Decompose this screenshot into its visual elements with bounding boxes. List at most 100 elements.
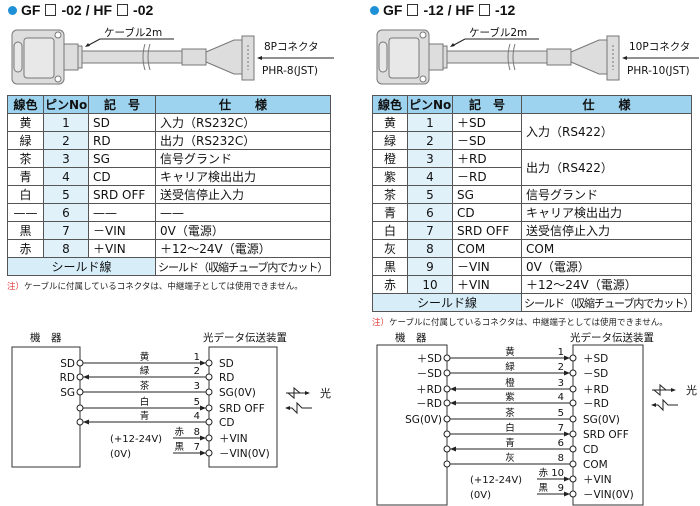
cell-color: 白 bbox=[372, 221, 408, 240]
note-text: ケーブルに付属しているコネクタは、中継端子としては使用できません。 bbox=[389, 318, 668, 328]
terminal-icon bbox=[569, 445, 577, 453]
note-text: ケーブルに付属しているコネクタは、中継端子としては使用できません。 bbox=[24, 282, 303, 292]
placeholder-box-icon bbox=[407, 4, 419, 16]
terminal-icon bbox=[443, 445, 451, 453]
cable-break bbox=[142, 43, 151, 71]
cell-sym: ＋SD bbox=[452, 113, 522, 132]
cell-color: 青 bbox=[7, 167, 44, 186]
arrow-right-icon bbox=[564, 476, 570, 482]
terminal-icon bbox=[76, 388, 84, 396]
title-part: GF bbox=[21, 2, 41, 18]
cell-pin: 8 bbox=[43, 239, 89, 258]
cable-sleeve bbox=[181, 48, 207, 66]
cell-pin: 8 bbox=[407, 239, 453, 258]
table-header-row: 線色ピンNo.記 号仕 様 bbox=[372, 95, 692, 114]
title-part: GF bbox=[383, 2, 403, 18]
arrow-head-icon bbox=[85, 43, 90, 47]
cell-pin: 3 bbox=[43, 149, 89, 168]
arrow-head-icon bbox=[651, 403, 656, 407]
left-terminal-label: RD bbox=[60, 372, 75, 384]
cell-sym: COM bbox=[452, 239, 522, 258]
screw-icon bbox=[419, 75, 427, 83]
arrow-left-icon bbox=[450, 400, 456, 406]
cell-pin: 2 bbox=[407, 131, 453, 150]
cell-sym: CD bbox=[452, 203, 522, 222]
terminal-icon bbox=[569, 475, 577, 483]
cell-spec: 入力（RS422） bbox=[521, 113, 692, 150]
placeholder-box-icon bbox=[117, 4, 129, 16]
pin-number: 2 bbox=[558, 362, 564, 373]
wire-color-label: 茶 bbox=[140, 380, 150, 392]
title-part: -02 / HF bbox=[61, 2, 113, 18]
column-header: 記 号 bbox=[88, 95, 156, 114]
terminal-icon bbox=[569, 399, 577, 407]
terminal-icon bbox=[76, 373, 84, 381]
power-label: (0V) bbox=[110, 449, 131, 460]
cable-length-label: ケーブル2m bbox=[104, 26, 162, 39]
right-terminal-label: SRD OFF bbox=[219, 403, 265, 415]
pin-number: 7 bbox=[558, 423, 564, 434]
connector-boss bbox=[428, 43, 444, 71]
placeholder-box-icon bbox=[479, 4, 491, 16]
pin-number: 6 bbox=[558, 438, 564, 449]
wire-color-label: 黒 bbox=[538, 483, 548, 494]
wire-color-label: 青 bbox=[140, 410, 150, 422]
left-terminal-label: －SD bbox=[417, 368, 442, 380]
cable-length-label: ケーブル2m bbox=[469, 26, 527, 39]
wire-color-label: 赤 bbox=[538, 468, 548, 479]
arrow-left-icon bbox=[83, 374, 89, 380]
cell-color: 黒 bbox=[372, 257, 408, 276]
pin-number: 7 bbox=[194, 442, 200, 453]
wire-color-label: 橙 bbox=[505, 377, 515, 389]
wire-color-label: 赤 bbox=[174, 427, 184, 438]
cell-sym: SG bbox=[452, 185, 522, 204]
cell-sym: SD bbox=[88, 113, 156, 132]
cell-sym: SRD OFF bbox=[88, 185, 156, 204]
wire-color-label: 緑 bbox=[505, 361, 515, 373]
connector-label: 8Pコネクタ bbox=[264, 41, 319, 53]
right-terminal-label: －VIN(0V) bbox=[219, 448, 270, 460]
cell-sym: CD bbox=[88, 167, 156, 186]
cable bbox=[81, 50, 193, 64]
cell-color: 青 bbox=[372, 203, 408, 222]
arrow-head-icon bbox=[622, 56, 627, 60]
cell-pin: 5 bbox=[407, 185, 453, 204]
cell-color: 赤 bbox=[7, 239, 44, 258]
power-label: (+12-24V) bbox=[470, 475, 522, 486]
pin-number: 8 bbox=[558, 453, 564, 464]
right-device-title: 光データ伝送装置 bbox=[203, 331, 287, 344]
terminal-icon bbox=[443, 430, 451, 438]
arrow-right-icon bbox=[200, 435, 206, 441]
shield-label: シールド線 bbox=[7, 257, 156, 276]
title-part: -12 bbox=[495, 2, 516, 18]
cell-color: 黒 bbox=[7, 221, 44, 240]
pin-number: 5 bbox=[558, 408, 564, 419]
terminal-icon bbox=[76, 404, 84, 412]
light-in-arrow-icon bbox=[654, 398, 678, 412]
wire-color-label: 灰 bbox=[505, 452, 515, 464]
cell-color: 緑 bbox=[7, 131, 44, 150]
cell-sym: －VIN bbox=[452, 257, 522, 276]
transmitter-box bbox=[572, 344, 644, 506]
arrow-left-icon bbox=[450, 446, 456, 452]
terminal-icon bbox=[205, 434, 213, 442]
cell-spec: 出力（RS422） bbox=[521, 149, 692, 186]
cell-pin: 6 bbox=[43, 203, 89, 222]
pin-number: 1 bbox=[558, 347, 564, 358]
wire-color-label: 緑 bbox=[140, 365, 150, 377]
column-header: 記 号 bbox=[452, 95, 522, 114]
cell-pin: 4 bbox=[43, 167, 89, 186]
connector-face bbox=[388, 37, 420, 79]
screw-icon bbox=[419, 31, 427, 39]
arrow-head-icon bbox=[450, 43, 455, 47]
terminal-icon bbox=[569, 385, 577, 393]
pin-number: 3 bbox=[194, 381, 200, 392]
wire-color-label: 紫 bbox=[505, 392, 515, 403]
cell-sym: SRD OFF bbox=[452, 221, 522, 240]
title-part: -12 / HF bbox=[423, 2, 475, 18]
